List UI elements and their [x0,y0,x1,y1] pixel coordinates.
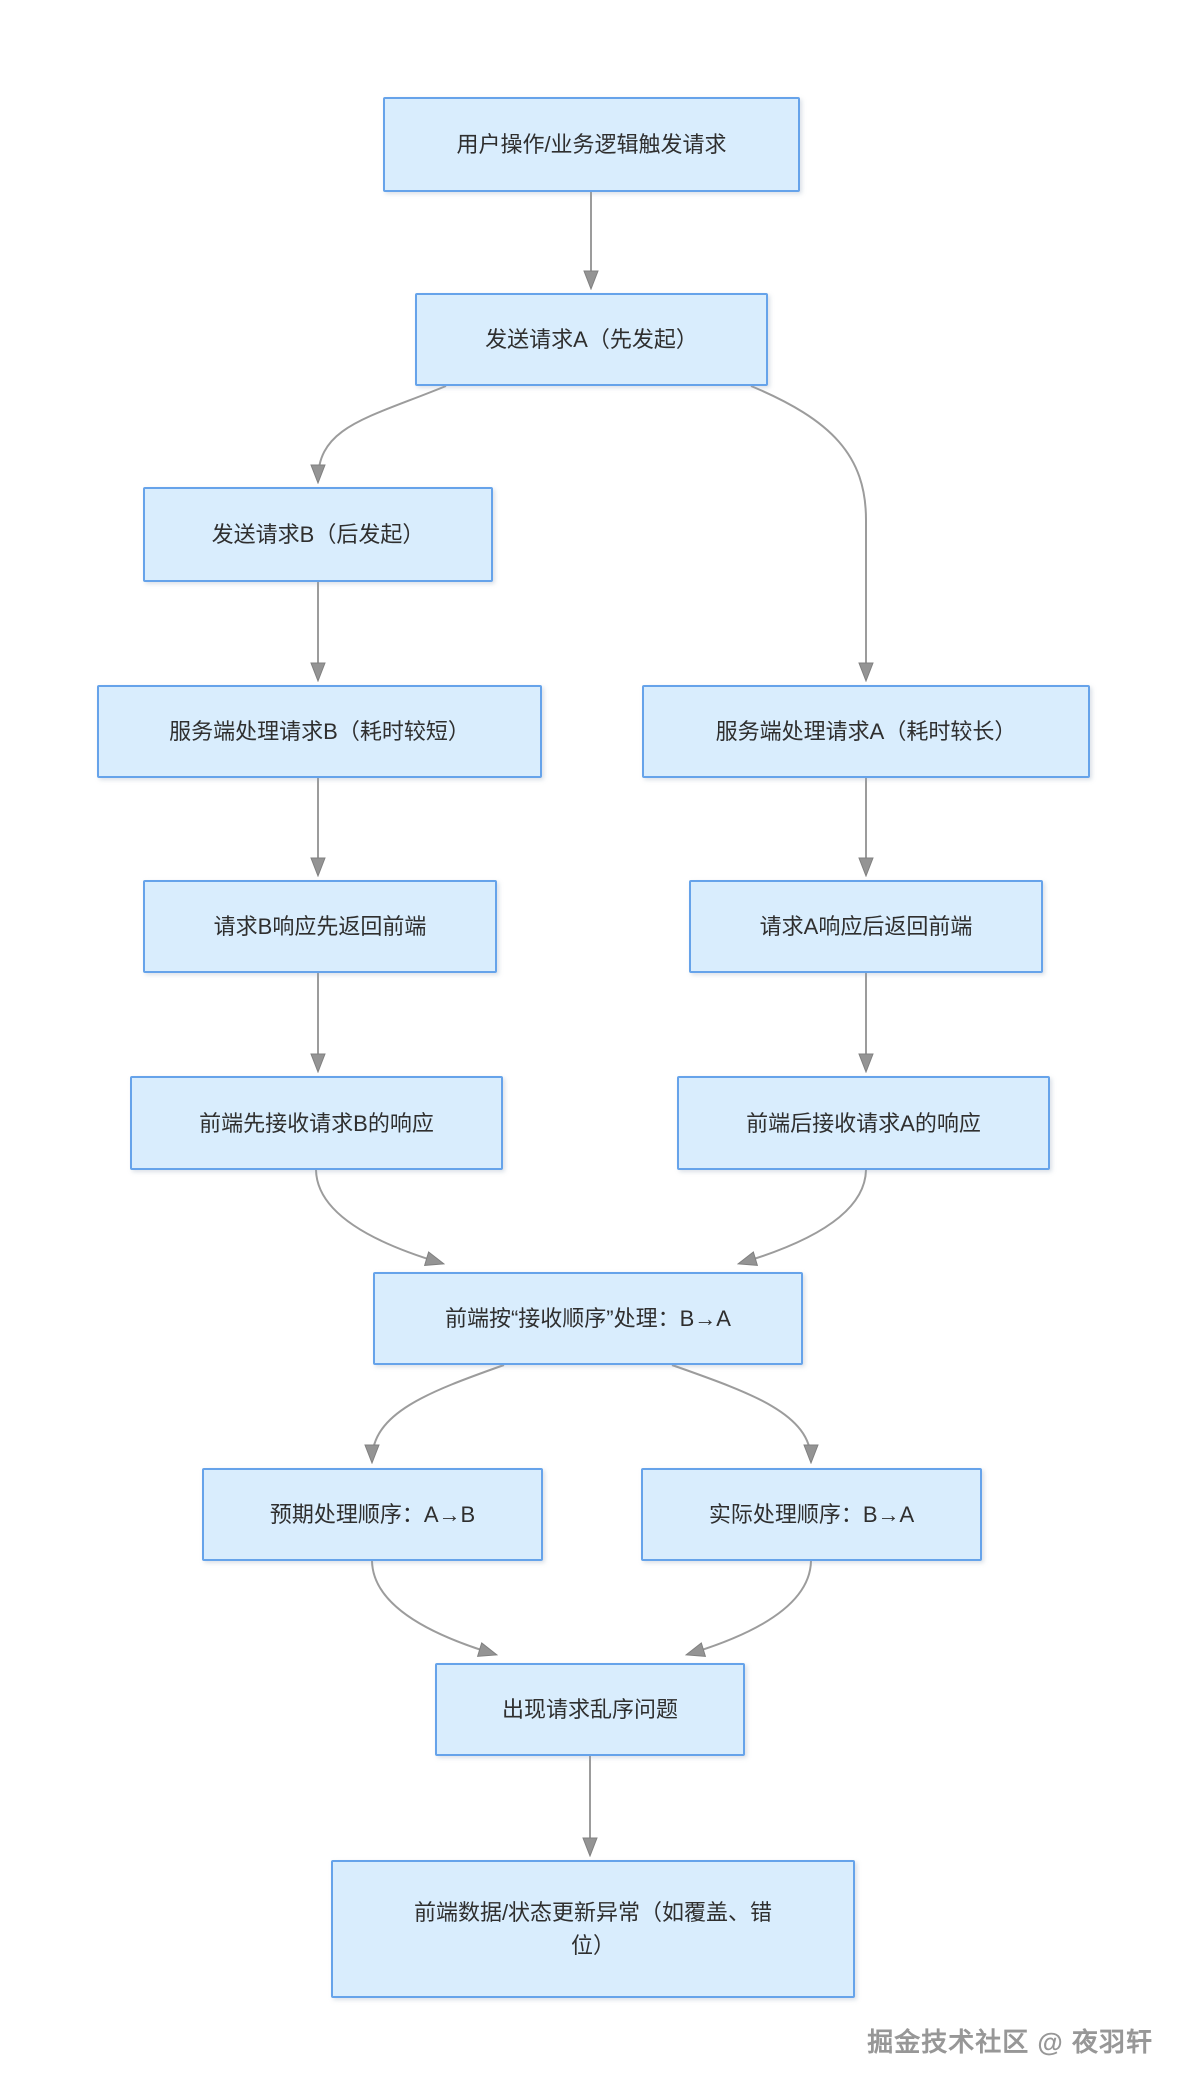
edge-actual-to-disorder [689,1560,812,1654]
edge-recv-a-to-process [741,1169,867,1263]
node-label: 实际处理顺序：B→A [708,1502,915,1527]
node-label: 发送请求B（后发起） [211,522,425,547]
node-receive-a-later: 前端后接收请求A的响应 [677,1076,1050,1170]
node-user-action: 用户操作/业务逻辑触发请求 [383,97,800,192]
node-label: 前端先接收请求B的响应 [199,1110,434,1136]
node-send-request-b: 发送请求B（后发起） [143,487,493,582]
node-label: 前端按“接收顺序”处理：B→A [444,1306,731,1331]
node-label: 预期处理顺序：A→B [269,1502,476,1527]
edge-send-a-to-server-a [750,385,866,678]
node-label: 用户操作/业务逻辑触发请求 [456,132,727,157]
node-send-request-a: 发送请求A（先发起） [415,293,768,386]
edge-expected-to-disorder [371,1560,494,1654]
node-process-order: 前端按“接收顺序”处理：B→A [373,1272,803,1365]
node-label: 前端数据/状态更新异常（如覆盖、错位） [413,1900,773,1958]
node-label: 请求B响应先返回前端 [213,914,427,939]
node-state-error: 前端数据/状态更新异常（如覆盖、错位） [331,1860,855,1998]
node-expected-order: 预期处理顺序：A→B [202,1468,543,1561]
node-label: 服务端处理请求A（耗时较长） [715,719,1017,744]
node-label: 请求A响应后返回前端 [759,914,973,939]
edge-recv-b-to-process [315,1169,441,1263]
node-label: 发送请求A（先发起） [485,327,698,352]
node-receive-b-first: 前端先接收请求B的响应 [130,1076,503,1170]
node-response-b-first: 请求B响应先返回前端 [143,880,497,973]
node-actual-order: 实际处理顺序：B→A [641,1468,982,1561]
watermark: 掘金技术社区 @ 夜羽轩 [867,2027,1153,2057]
node-server-process-b: 服务端处理请求B（耗时较短） [97,685,542,778]
edge-send-a-to-send-b [318,385,447,480]
node-label: 服务端处理请求B（耗时较短） [169,719,470,744]
node-disorder-problem: 出现请求乱序问题 [435,1663,745,1756]
node-response-a-later: 请求A响应后返回前端 [689,880,1043,973]
edge-process-to-actual [671,1364,811,1460]
node-server-process-a: 服务端处理请求A（耗时较长） [642,685,1090,778]
edge-process-to-expected [372,1364,505,1460]
node-label: 出现请求乱序问题 [501,1697,678,1722]
node-label: 前端后接收请求A的响应 [746,1110,981,1136]
